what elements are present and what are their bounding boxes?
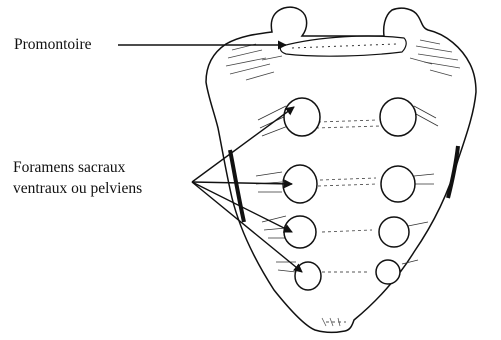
left-foramen-s1 <box>284 98 320 136</box>
foramens-label: Foramens sacraux ventraux ou pelviens <box>13 158 142 200</box>
right-foramen-s2 <box>381 166 415 202</box>
promontoire-label: Promontoire <box>14 35 92 54</box>
left-foramen-s3 <box>284 216 316 248</box>
left-foramen-s4 <box>295 262 321 290</box>
foramens-label-line1: Foramens sacraux <box>13 158 142 179</box>
right-foramen-s3 <box>379 217 409 247</box>
right-foramen-s4 <box>376 260 400 284</box>
right-foramen-s1 <box>380 98 416 136</box>
foramens-label-line2: ventraux ou pelviens <box>13 179 142 200</box>
